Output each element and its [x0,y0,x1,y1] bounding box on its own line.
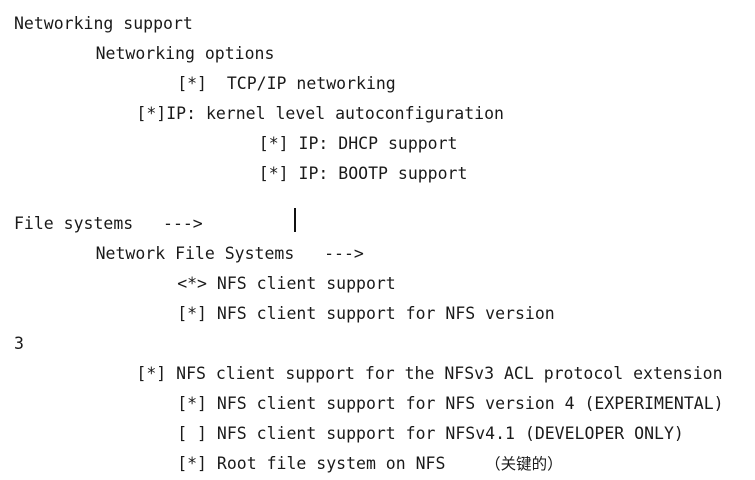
config-line-ip-bootp-support: [*] IP: BOOTP support [259,158,468,189]
config-line-label: Root file system on NFS [207,454,446,473]
config-line-nfs-client-support-v41: [ ] NFS client support for NFSv4.1 (DEVE… [177,418,684,449]
config-line-label: Networking options [95,44,275,63]
config-line-label: IP: BOOTP support [288,164,468,183]
config-line-label: 3 [14,334,24,353]
config-line-label: NFS client support for NFS version [207,304,555,323]
config-option-marker[interactable]: [ ] [177,424,207,443]
config-line-nfs-client-support-v3: [*] NFS client support for NFS version [177,298,555,329]
config-option-marker[interactable]: [*] [136,104,167,123]
config-option-marker[interactable]: [*] [177,304,207,323]
config-line-label: File systems ---> [14,214,203,233]
config-line-networking-support: Networking support [14,8,193,39]
config-line-network-file-systems: Network File Systems ---> [96,238,364,269]
config-line-nfs-client-support: <*> NFS client support [177,268,396,299]
config-line-ip-kernel-level-autoconfiguration: [*]IP: kernel level autoconfiguration [136,98,504,129]
config-option-marker[interactable]: <*> [177,274,207,293]
config-option-marker[interactable]: [*] [177,74,207,93]
config-line-label: IP: DHCP support [288,134,458,153]
config-line-label: TCP/IP networking [207,74,396,93]
config-line-annotation: （关键的） [485,455,563,473]
config-line-root-file-system-on-nfs: [*] Root file system on NFS （关键的） [177,448,563,480]
config-line-label: NFS client support for NFS version 4 (EX… [207,394,724,413]
config-line-label: NFS client support for the NFSv3 ACL pro… [166,364,723,383]
config-line-nfsv3-acl-protocol-extension: [*] NFS client support for the NFSv3 ACL… [136,358,722,389]
config-option-marker[interactable]: [*] [177,394,207,413]
config-line-label: NFS client support [207,274,396,293]
config-option-marker[interactable]: [*] [136,364,167,383]
config-line-nfs-client-support-v3-wrap: 3 [14,328,24,359]
config-line-nfs-client-support-v4: [*] NFS client support for NFS version 4… [177,388,723,419]
config-line-ip-dhcp-support: [*] IP: DHCP support [259,128,458,159]
note-spacer [445,454,485,473]
config-line-label: Network File Systems ---> [95,244,364,263]
config-line-label: Networking support [14,14,193,33]
config-option-marker[interactable]: [*] [258,164,289,183]
config-line-tcp-ip-networking: [*] TCP/IP networking [177,68,396,99]
config-line-label: IP: kernel level autoconfiguration [166,104,504,123]
config-option-marker[interactable]: [*] [258,134,289,153]
config-line-networking-options: Networking options [96,38,275,69]
config-line-label: NFS client support for NFSv4.1 (DEVELOPE… [207,424,684,443]
config-line-file-systems: File systems ---> [14,208,203,239]
config-option-marker[interactable]: [*] [177,454,207,473]
text-caret-icon [294,208,296,232]
